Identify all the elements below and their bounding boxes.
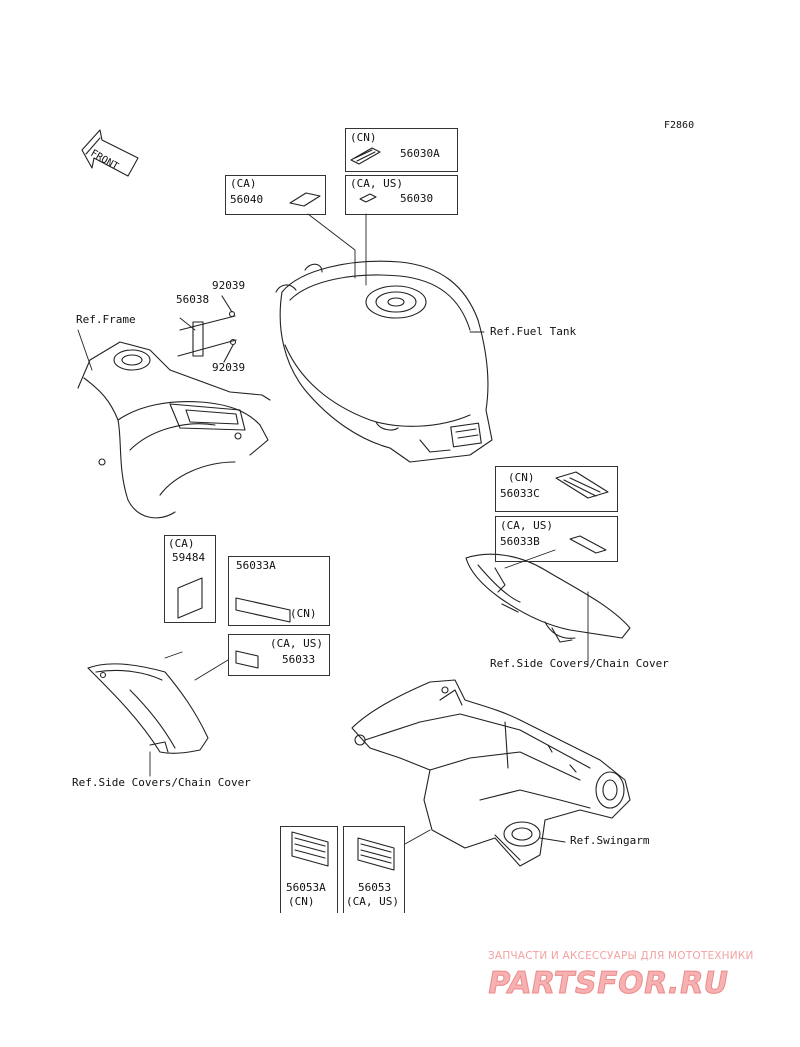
region-56033C: (CN) (508, 471, 535, 484)
label-56038-drawing (177, 295, 237, 363)
leader-lines (77, 213, 589, 845)
fuel-tank-drawing (275, 260, 493, 463)
decal-56030 (359, 193, 377, 203)
region-56033A: (CN) (290, 607, 317, 620)
decal-56030A (350, 147, 381, 165)
region-59484: (CA) (168, 537, 195, 550)
ref-side-covers-upper-label: Ref.Side Covers/Chain Cover (490, 657, 669, 670)
part-number-56033A: 56033A (236, 559, 276, 572)
decal-56033 (235, 650, 259, 669)
box-56030A (345, 128, 458, 172)
region-56030: (CA, US) (350, 177, 403, 190)
decal-56040 (289, 192, 321, 207)
box-56053 (343, 826, 405, 913)
region-56030A: (CN) (350, 131, 377, 144)
region-56033B: (CA, US) (500, 519, 553, 532)
decal-59484 (177, 577, 203, 619)
part-number-56033: 56033 (282, 653, 316, 666)
box-56033 (228, 634, 330, 676)
box-56033C (495, 466, 618, 512)
part-number-56033B: 56033B (500, 535, 540, 548)
decal-56033C (555, 471, 609, 499)
box-59484 (164, 535, 216, 623)
watermark-tagline: ЗАПЧАСТИ И АКСЕССУАРЫ ДЛЯ МОТОТЕХНИКИ (488, 950, 754, 962)
ref-fuel-tank-label: Ref.Fuel Tank (490, 325, 577, 338)
box-56040 (225, 175, 326, 215)
frame-drawing (77, 341, 271, 519)
decal-glyphs (177, 147, 609, 871)
watermark-brand: PARTSFOR.RU (484, 966, 732, 1002)
chain-cover-drawing (465, 553, 631, 643)
region-56040: (CA) (230, 177, 257, 190)
side-cover-drawing (87, 663, 209, 754)
part-number-56030: 56030 (400, 192, 434, 205)
decal-56033B (569, 535, 607, 554)
figure-code: F2860 (664, 120, 695, 131)
ref-swingarm-label: Ref.Swingarm (570, 834, 650, 847)
part-number-92039-bottom: 92039 (212, 361, 246, 374)
part-number-56038: 56038 (176, 293, 210, 306)
region-56033: (CA, US) (270, 637, 323, 650)
decal-56053A (291, 831, 329, 867)
front-arrow-icon (81, 129, 139, 177)
part-number-59484: 59484 (172, 551, 206, 564)
box-56033B (495, 516, 618, 562)
region-56053A: (CN) (288, 895, 315, 908)
part-number-92039-top: 92039 (212, 279, 246, 292)
part-number-56030A: 56030A (400, 147, 440, 160)
decal-56033A (235, 597, 291, 623)
box-56053A (280, 826, 338, 913)
part-number-56040: 56040 (230, 193, 264, 206)
region-56053: (CA, US) (346, 895, 399, 908)
part-number-56053: 56053 (358, 881, 392, 894)
swingarm-drawing (351, 679, 631, 867)
ref-frame-label: Ref.Frame (76, 313, 136, 326)
part-number-56033C: 56033C (500, 487, 540, 500)
box-56030 (345, 175, 458, 215)
decal-56053 (357, 837, 395, 871)
ref-side-covers-lower-label: Ref.Side Covers/Chain Cover (72, 776, 251, 789)
box-56033A (228, 556, 330, 626)
part-number-56053A: 56053A (286, 881, 326, 894)
